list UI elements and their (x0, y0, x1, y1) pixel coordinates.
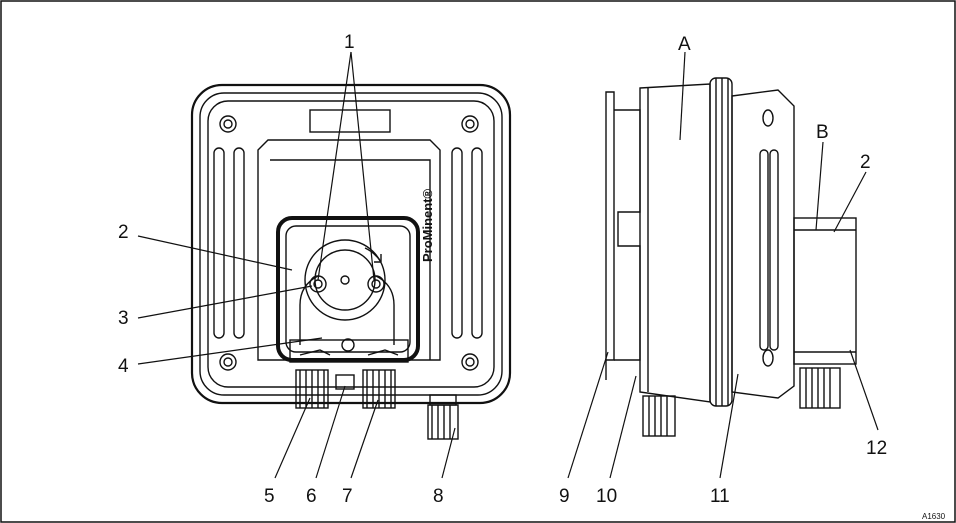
pump-window (285, 225, 411, 353)
callout-8: 8 (433, 486, 444, 507)
callout-6: 6 (306, 486, 317, 507)
vent-slot (471, 147, 483, 339)
callout-12: 12 (866, 438, 887, 459)
callout-1: 1 (344, 32, 355, 53)
callout-A: A (678, 34, 691, 55)
callout-2-right: 2 (860, 152, 871, 173)
tube-left (299, 275, 319, 345)
label-window (309, 109, 391, 133)
rotor (314, 249, 376, 311)
callout-B: B (816, 122, 829, 143)
side-connector (799, 367, 841, 409)
roller-right (367, 275, 385, 293)
pump-head (793, 217, 857, 365)
vent-slot (233, 147, 245, 339)
leader-lines (137, 51, 879, 479)
vent-slot (451, 147, 463, 339)
cover-screw (341, 338, 355, 352)
callout-4: 4 (118, 356, 129, 377)
brand-text: ProMinent® (420, 188, 435, 262)
pump-cover (276, 216, 420, 362)
rotor-housing (304, 239, 386, 321)
callout-10: 10 (596, 486, 617, 507)
housing-body (639, 83, 711, 403)
side-cable-gland (642, 395, 676, 437)
callout-5: 5 (264, 486, 275, 507)
mounting-plate (605, 91, 615, 361)
housing-inner (199, 92, 503, 396)
callout-9: 9 (559, 486, 570, 507)
callout-3: 3 (118, 308, 129, 329)
side-view (605, 77, 857, 437)
vent-slot (213, 147, 225, 339)
figure-id: A1630 (922, 512, 946, 521)
housing-face (207, 100, 495, 388)
rotor-hub (340, 275, 350, 285)
leak-port (335, 374, 355, 390)
housing-front (731, 89, 795, 399)
callout-7: 7 (342, 486, 353, 507)
housing-outer (190, 83, 512, 405)
callout-11: 11 (710, 486, 730, 507)
tube-right (375, 275, 395, 345)
front-view (190, 83, 512, 440)
pump-recess (257, 139, 441, 361)
screw-icon (219, 115, 479, 371)
callout-2-left: 2 (118, 222, 129, 243)
